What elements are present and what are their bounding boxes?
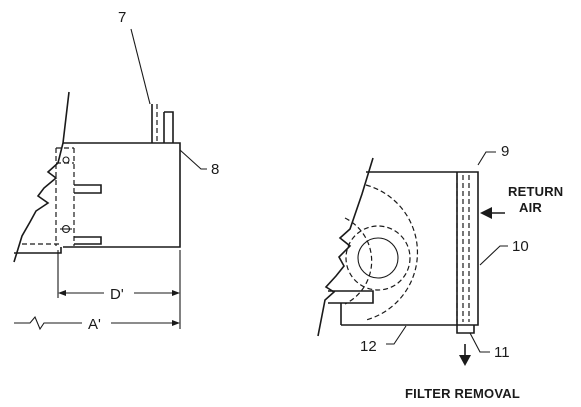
filter-removal-label: FILTER REMOVAL: [405, 386, 520, 401]
right-bracket-tab: [328, 290, 374, 304]
left-unit-body: [63, 142, 181, 248]
dim-a-arrow-right-icon: [172, 320, 180, 326]
callout-8: 8: [211, 161, 219, 178]
callout-7: 7: [118, 9, 126, 26]
callout-12: 12: [360, 338, 377, 355]
return-air-label-line2: AIR: [519, 200, 542, 215]
dim-a-line-left: [14, 315, 82, 331]
callout-11: 11: [494, 344, 510, 361]
callout-9: 9: [501, 143, 509, 160]
leader-12: [386, 325, 407, 345]
dim-d-arrow-right-icon: [172, 290, 180, 296]
callout-10: 10: [512, 238, 529, 255]
fan-outer-arc: [365, 184, 418, 321]
fan-middle-arc: [344, 217, 373, 305]
leader-7: [130, 28, 151, 105]
filter-removal-tab: [456, 325, 475, 334]
left-collar-cap: [164, 111, 174, 143]
return-air-label-line1: RETURN: [508, 184, 563, 199]
left-upper-tab: [74, 184, 102, 194]
dimension-a-label: A': [88, 316, 101, 333]
leader-8: [179, 149, 207, 170]
right-wall-break: [317, 157, 374, 337]
left-floor-ledge: [14, 247, 62, 254]
leader-11: [469, 332, 490, 353]
dim-d-arrow-left-icon: [58, 290, 66, 296]
right-unit-body: [341, 171, 479, 326]
left-lower-tab: [74, 236, 102, 245]
dimension-d-label: D': [110, 286, 124, 303]
leader-10: [479, 245, 508, 266]
left-wall-break: [13, 91, 70, 263]
return-air-arrow-icon: [480, 207, 492, 219]
filter-removal-arrow-icon: [459, 355, 471, 366]
left-upper-bolt: [62, 156, 70, 164]
fan-wheel-ring: [345, 225, 411, 291]
right-view: 9 10 11 12 RETURN AIR FILTER REMOVAL: [317, 143, 563, 401]
leader-9: [477, 151, 496, 166]
fan-hub: [357, 237, 399, 279]
left-view: 7 8 D' A': [13, 9, 219, 333]
